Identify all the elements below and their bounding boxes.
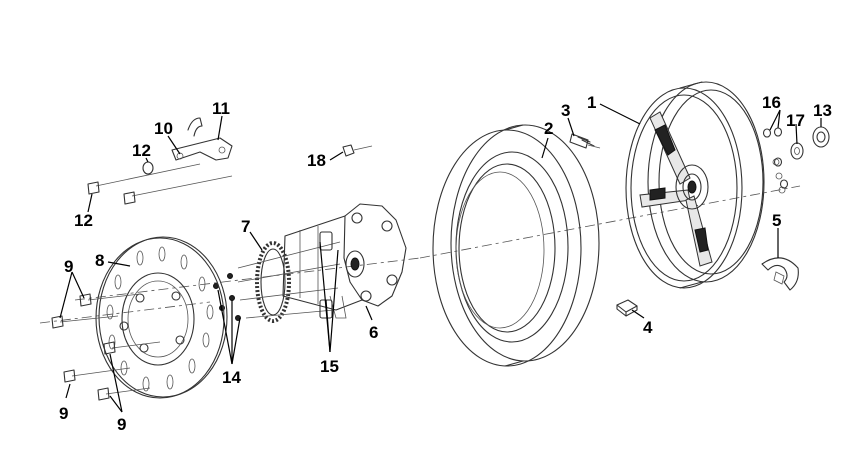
leader-lines <box>59 103 822 413</box>
callout-11: 11 <box>212 99 230 118</box>
callout-9-bottom-right: 9 <box>117 415 126 434</box>
valve <box>569 133 601 149</box>
balance-weight <box>616 299 638 317</box>
callout-13: 13 <box>813 101 832 120</box>
sprocket <box>255 241 291 323</box>
rim <box>625 81 786 289</box>
callout-5: 5 <box>772 211 781 230</box>
callout-8: 8 <box>95 251 104 270</box>
small-bolt <box>342 144 373 157</box>
callout-2: 2 <box>544 119 553 138</box>
callout-1: 1 <box>587 93 596 112</box>
callout-7: 7 <box>241 217 250 236</box>
sensor-ring <box>761 257 799 291</box>
callout-17: 17 <box>786 111 805 130</box>
callout-18: 18 <box>307 151 326 170</box>
callout-6: 6 <box>369 323 378 342</box>
callout-4: 4 <box>643 318 653 337</box>
callout-12-lower: 12 <box>74 211 93 230</box>
callout-9-top: 9 <box>64 257 73 276</box>
carrier-bolts <box>237 231 341 319</box>
axis-lines <box>39 185 801 324</box>
callout-15: 15 <box>320 357 339 376</box>
callout-16: 16 <box>762 93 781 112</box>
callout-3: 3 <box>561 101 570 120</box>
tire <box>432 124 600 367</box>
disc-bolts <box>51 293 161 401</box>
callout-12-upper: 12 <box>132 141 151 160</box>
callout-numbers: 1 2 3 4 5 6 7 8 9 9 9 10 11 12 12 13 14 … <box>59 93 832 434</box>
callout-14: 14 <box>222 368 241 387</box>
callout-10: 10 <box>154 119 173 138</box>
callout-9-bottom-left: 9 <box>59 404 68 423</box>
hub-carrier <box>282 203 407 319</box>
brake-disc <box>95 236 228 399</box>
